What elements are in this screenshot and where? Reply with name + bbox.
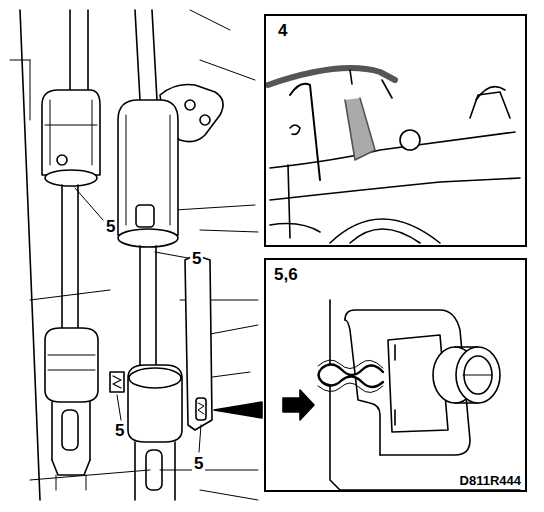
callout-number: 5: [190, 250, 203, 269]
inset-panel: 5,6D811R444: [264, 258, 527, 492]
step-number: 5,6: [272, 266, 300, 285]
callout-number: 5: [113, 422, 126, 441]
inset-panel: 4: [264, 14, 527, 247]
step-number: 4: [276, 22, 289, 41]
callout-number: 5: [192, 455, 205, 474]
figure-code: D811R444: [458, 474, 523, 488]
callout-number: 5: [104, 218, 117, 237]
